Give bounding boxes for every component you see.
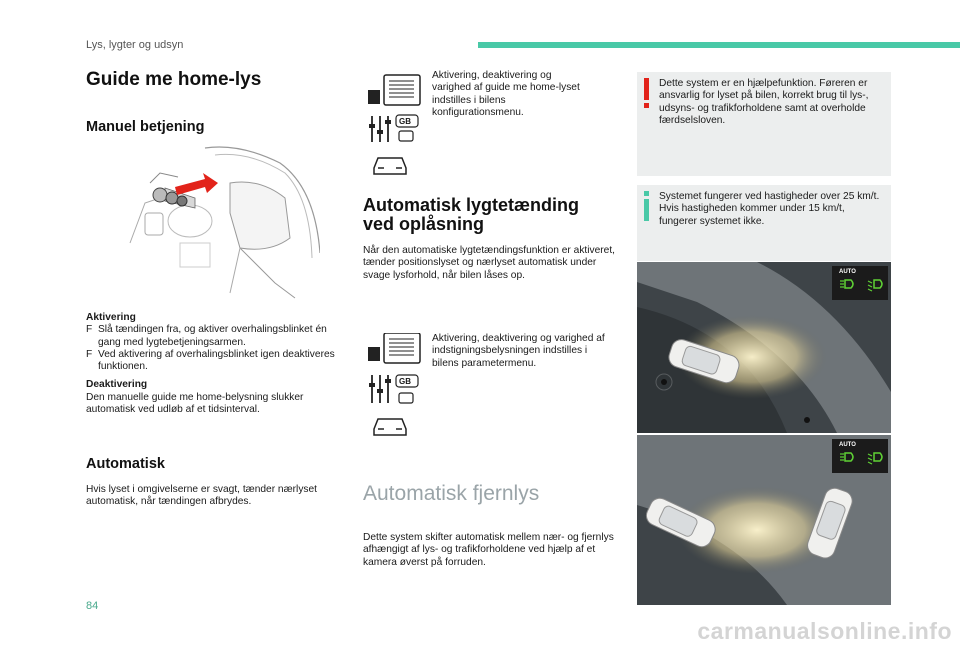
gb-label: GB [399, 377, 411, 386]
heading-auto-unlock-line1: Automatisk lygtetænding [363, 195, 580, 215]
warning-box: Dette system er en hjælpefunktion. Fører… [637, 72, 891, 176]
deactivation-heading: Deaktivering [86, 379, 148, 391]
subtitle-manual: Manuel betjening [86, 119, 205, 135]
config-text-1: Aktivering, deaktivering og varighed af … [432, 70, 580, 118]
night-road-image-low-beam: AUTO [637, 262, 891, 433]
gb-label: GB [399, 117, 411, 126]
config-text-2: Aktivering, deaktivering og varighed af … [432, 333, 605, 369]
section-header: Lys, lygter og udsyn [86, 39, 184, 51]
header-accent-bar [478, 42, 960, 48]
page-number: 84 [86, 600, 99, 612]
auto-badge: AUTO [839, 442, 856, 448]
activation-item: F Ved aktivering af overhalingsblinket i… [86, 348, 335, 373]
automatic-text: Hvis lyset i omgivelserne er svagt, tænd… [86, 484, 317, 508]
config-icons-2: GB [364, 333, 426, 445]
warning-text: Dette system er en hjælpefunktion. Fører… [659, 78, 869, 126]
info-box: Systemet fungerer ved hastigheder over 2… [637, 185, 891, 261]
heading-auto-unlock-line2: ved oplåsning [363, 214, 485, 234]
auto-unlock-text: Når den automatiske lygtetændingsfunktio… [363, 245, 615, 281]
info-text-1: Systemet fungerer ved hastigheder over 2… [659, 191, 880, 202]
info-icon [644, 191, 649, 221]
heading-high-beam: Automatisk fjernlys [363, 482, 540, 505]
page-title: Guide me home-lys [86, 69, 262, 90]
watermark: carmanualsonline.info [697, 618, 952, 644]
config-icons-1: GB [364, 72, 426, 184]
warning-icon [644, 78, 649, 108]
auto-badge: AUTO [839, 269, 856, 275]
activation-heading: Aktivering [86, 312, 136, 323]
deactivation-text: Den manuelle guide me home-belysning slu… [86, 391, 304, 416]
night-road-image-high-beam: AUTO [637, 435, 891, 605]
info-text-2: Hvis hastigheden kommer under 15 km/t, f… [659, 203, 845, 227]
high-beam-text: Dette system skifter automatisk mellem n… [363, 532, 614, 568]
subtitle-automatic: Automatisk [86, 456, 165, 472]
stalk-illustration [120, 143, 320, 301]
activation-item: F Slå tændingen fra, og aktiver overhali… [86, 324, 327, 348]
